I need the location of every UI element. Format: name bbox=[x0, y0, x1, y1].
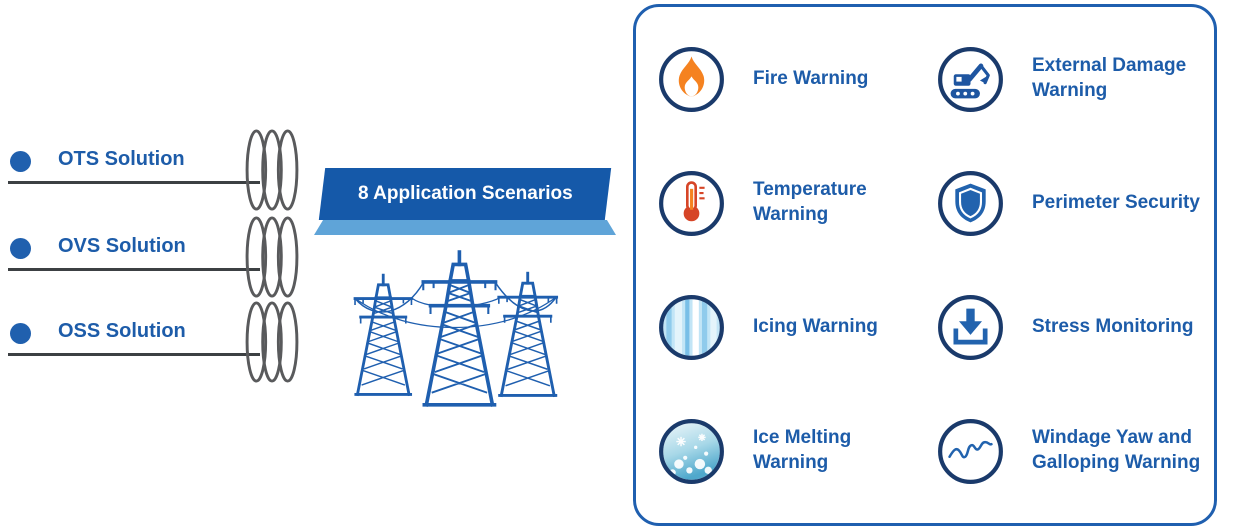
scenario-label: Fire Warning bbox=[753, 67, 869, 89]
scenario-label: Stress Monitoring bbox=[1032, 315, 1194, 337]
application-scenarios-banner: 8 Application Scenarios bbox=[314, 168, 616, 238]
banner-base bbox=[314, 220, 616, 235]
banner-ribbon: 8 Application Scenarios bbox=[318, 168, 612, 220]
excavator-icon bbox=[938, 46, 1003, 112]
banner-title: 8 Application Scenarios bbox=[357, 183, 573, 204]
solution-label: OTS Solution bbox=[58, 148, 185, 170]
scenario-item-windage-yaw: Windage Yaw and Galloping Warning bbox=[925, 389, 1208, 513]
fire-icon bbox=[659, 46, 724, 112]
scenario-item-stress-monitoring: Stress Monitoring bbox=[925, 265, 1208, 389]
shield-icon bbox=[938, 170, 1003, 236]
scenario-label: External Damage Warning bbox=[1032, 55, 1187, 101]
solution-label: OSS Solution bbox=[58, 320, 186, 342]
icing-icon bbox=[659, 294, 724, 360]
windage-wave-icon bbox=[938, 418, 1003, 484]
scenario-label: Icing Warning bbox=[753, 315, 878, 337]
connector-line bbox=[8, 181, 260, 184]
solution-row-ots: OTS Solution bbox=[0, 126, 306, 214]
scenario-label: Windage Yaw and Galloping Warning bbox=[1032, 427, 1201, 473]
bullet-dot bbox=[10, 151, 31, 172]
scenarios-panel: Fire Warning External Damage Warning bbox=[633, 4, 1217, 526]
bullet-dot bbox=[10, 238, 31, 259]
scenario-label: Ice Melting Warning bbox=[753, 427, 852, 473]
transmission-towers-illustration bbox=[353, 250, 559, 407]
solution-row-ovs: OVS Solution bbox=[0, 213, 306, 301]
scenario-item-perimeter-security: Perimeter Security bbox=[925, 141, 1208, 265]
scenario-label: Temperature Warning bbox=[753, 179, 867, 225]
thermometer-icon bbox=[659, 170, 724, 236]
scenario-item-icing: Icing Warning bbox=[642, 265, 925, 389]
solution-label: OVS Solution bbox=[58, 235, 186, 257]
scenario-item-temperature: Temperature Warning bbox=[642, 141, 925, 265]
fiber-coil-icon bbox=[245, 216, 299, 298]
connector-line bbox=[8, 268, 260, 271]
fiber-coil-icon bbox=[245, 301, 299, 383]
stress-arrow-icon bbox=[938, 294, 1003, 360]
connector-line bbox=[8, 353, 260, 356]
scenario-label: Perimeter Security bbox=[1032, 191, 1200, 213]
scenario-item-fire-warning: Fire Warning bbox=[642, 17, 925, 141]
fiber-coil-icon bbox=[245, 129, 299, 211]
bullet-dot bbox=[10, 323, 31, 344]
scenario-item-ice-melting: Ice Melting Warning bbox=[642, 389, 925, 513]
solution-row-oss: OSS Solution bbox=[0, 298, 306, 386]
scenario-item-external-damage: External Damage Warning bbox=[925, 17, 1208, 141]
ice-melting-icon bbox=[659, 418, 724, 484]
